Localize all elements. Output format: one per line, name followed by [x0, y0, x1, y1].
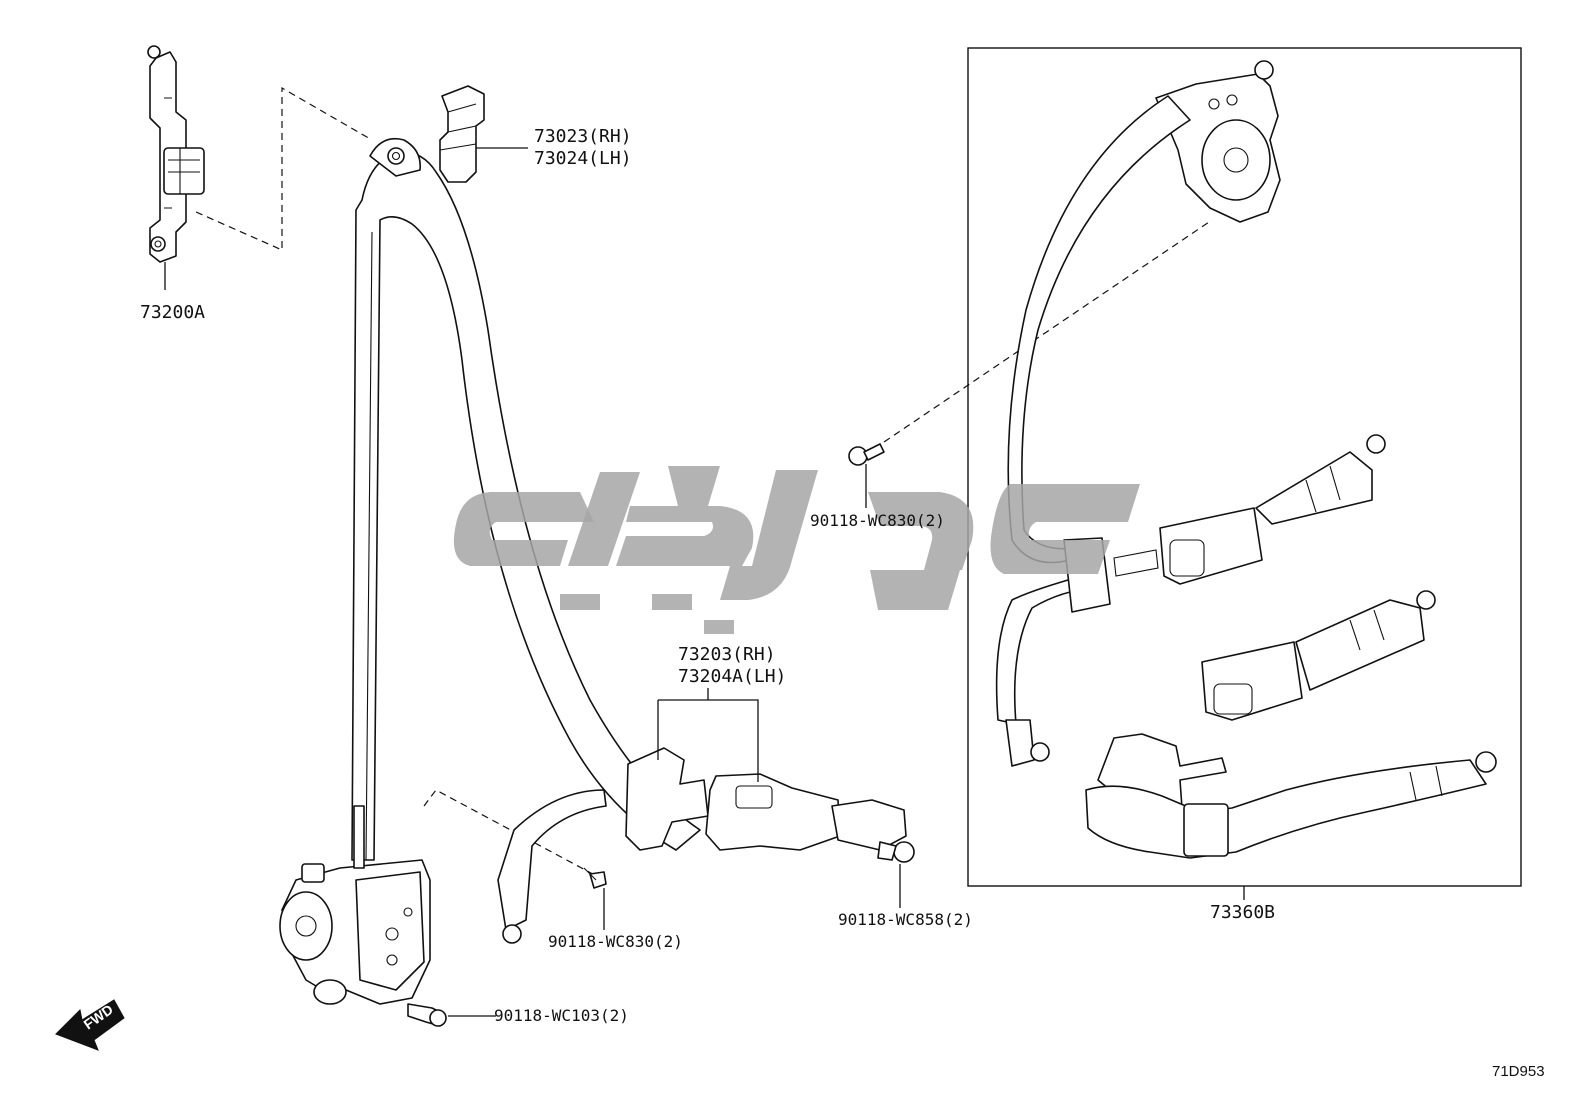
- front-buckle-73203-73204a[interactable]: [497, 773, 907, 944]
- part-label-bolt-wc830-upper[interactable]: 90118-WC830(2): [810, 511, 945, 530]
- rear-lap-belt[interactable]: [1085, 733, 1497, 859]
- part-label-73204a[interactable]: 73204A(LH): [678, 666, 786, 687]
- bolt-wc858[interactable]: [877, 841, 915, 863]
- diagram-reference-code: 71D953: [1492, 1063, 1545, 1080]
- height-adjuster-73200a[interactable]: [147, 45, 205, 263]
- part-label-73200a[interactable]: 73200A: [140, 302, 205, 323]
- part-label-73023[interactable]: 73023(RH): [534, 126, 632, 147]
- rear-retractor[interactable]: [1155, 60, 1281, 223]
- rear-belt-webbing: [995, 95, 1191, 767]
- bolt-wc830-lower[interactable]: [583, 867, 607, 889]
- anchor-cover-73023-73024[interactable]: [439, 85, 485, 183]
- part-label-73024[interactable]: 73024(LH): [534, 148, 632, 169]
- part-label-73360b[interactable]: 73360B: [1210, 902, 1275, 923]
- part-label-73203[interactable]: 73203(RH): [678, 644, 776, 665]
- part-label-bolt-wc830-lower[interactable]: 90118-WC830(2): [548, 932, 683, 951]
- front-retractor[interactable]: [279, 805, 431, 1005]
- part-label-bolt-wc103[interactable]: 90118-WC103(2): [494, 1006, 629, 1025]
- rear-center-buckle[interactable]: [1159, 434, 1386, 585]
- brand-logo-watermark: [453, 466, 1140, 634]
- forward-arrow-icon: FWD: [55, 999, 125, 1051]
- rear-second-buckle[interactable]: [1201, 590, 1436, 721]
- bolt-wc830-upper[interactable]: [848, 443, 885, 466]
- bolt-wc103[interactable]: [407, 1003, 447, 1027]
- part-label-bolt-wc858[interactable]: 90118-WC858(2): [838, 910, 973, 929]
